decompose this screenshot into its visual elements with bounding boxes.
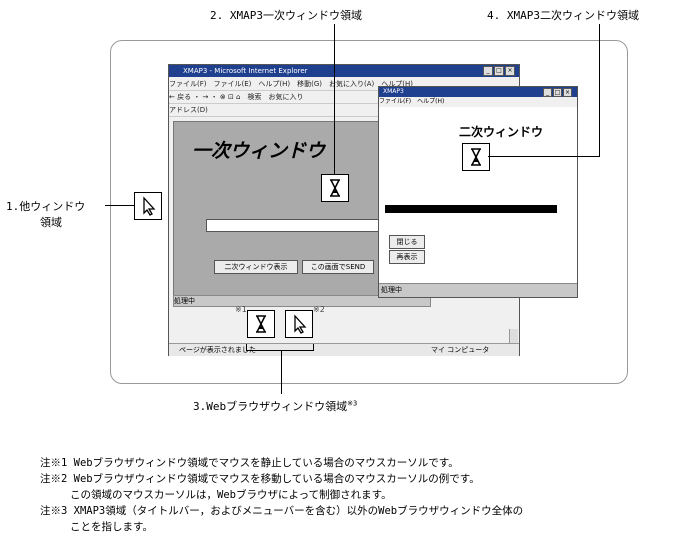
secondary-close-icon[interactable]: ×: [563, 88, 572, 97]
browser-status-bar: ページが表示されました マイ コンピュータ: [169, 343, 519, 356]
address-label: アドレス(D): [169, 106, 208, 114]
callout-line-secondary-h: [488, 156, 600, 157]
secondary-status-text: 処理中: [381, 286, 402, 294]
statusbar-zone: マイ コンピュータ: [431, 346, 490, 354]
show-secondary-button[interactable]: 二次ウィンドウ表示: [214, 260, 298, 274]
secondary-menu-bar[interactable]: ファイル(F) ヘルプ(H): [379, 97, 577, 107]
secondary-heading: 二次ウィンドウ: [459, 125, 544, 139]
primary-window-area-label: 2. XMAP3一次ウィンドウ領域: [210, 9, 362, 22]
callout-line-other: [105, 205, 134, 206]
close-button[interactable]: 閉じる: [389, 235, 425, 249]
hourglass-icon: [247, 310, 275, 338]
browser-window-area-sup: ※3: [347, 399, 358, 408]
other-window-area-label-2: 領域: [40, 216, 62, 229]
scrollbar[interactable]: [509, 329, 518, 343]
secondary-window: XMAP3 _ □ × ファイル(F) ヘルプ(H) 二次ウィンドウ 閉じる 再…: [378, 86, 578, 298]
maximize-icon[interactable]: □: [494, 66, 504, 76]
note-2-line-1: 注※2 Webブラウザウィンドウ領域でマウスを移動している場合のマウスカーソルの…: [40, 473, 480, 485]
secondary-status-bar: 処理中: [379, 283, 577, 297]
marker-1: ※1: [235, 305, 247, 314]
browser-title-bar: XMAP3 - Microsoft Internet Explorer: [169, 65, 519, 77]
bracket-left: [246, 344, 247, 350]
browser-window-area-text: 3.Webブラウザウィンドウ領域: [193, 400, 348, 413]
arrow-cursor-icon: [285, 310, 313, 338]
send-button[interactable]: この画面でSEND: [302, 260, 374, 274]
marker-2: ※2: [313, 305, 325, 314]
minimize-icon[interactable]: _: [483, 66, 493, 76]
note-3-line-2: ことを指します。: [70, 521, 153, 533]
bracket-bottom: [246, 350, 314, 351]
arrow-cursor-icon: [134, 192, 162, 220]
browser-menu-bar[interactable]: ファイル(F) ファイル(E) ヘルプ(H) 移動(G) お気に入り(A) ヘル…: [169, 78, 519, 91]
statusbar-text: ページが表示されました: [179, 346, 256, 354]
note-2-line-2: この領域のマウスカーソルは，Webブラウザによって制御されます。: [70, 489, 392, 501]
callout-line-browser: [281, 350, 282, 394]
redisplay-button[interactable]: 再表示: [389, 250, 425, 264]
callout-line-secondary-v: [599, 24, 600, 157]
close-icon[interactable]: ×: [505, 66, 515, 76]
browser-title: XMAP3 - Microsoft Internet Explorer: [183, 67, 308, 75]
note-3-line-1: 注※3 XMAP3領域（タイトルバー，およびメニューバーを含む）以外のWebブラ…: [40, 505, 524, 517]
browser-address-bar[interactable]: アドレス(D): [169, 104, 519, 117]
browser-toolbar[interactable]: ← 戻る ・ → ・ ⊗ ⊡ ⌂ 検索 お気に入り: [169, 91, 519, 104]
secondary-minimize-icon[interactable]: _: [543, 88, 552, 97]
secondary-title: XMAP3: [383, 88, 404, 95]
primary-status-text: 処理中: [174, 297, 195, 305]
secondary-window-area-label: 4. XMAP3二次ウィンドウ領域: [487, 9, 639, 22]
callout-line-primary: [334, 24, 335, 174]
hourglass-icon: [462, 143, 490, 171]
secondary-title-bar: XMAP3: [379, 87, 577, 97]
primary-status-bar: 処理中: [173, 295, 431, 307]
progress-bar: [385, 205, 557, 213]
secondary-maximize-icon[interactable]: □: [553, 88, 562, 97]
primary-window-heading: 一次ウィンドウ: [192, 140, 326, 162]
note-1: 注※1 Webブラウザウィンドウ領域でマウスを静止している場合のマウスカーソルで…: [40, 457, 459, 469]
other-window-area-label-1: 1.他ウィンドウ: [6, 200, 86, 213]
hourglass-icon: [321, 174, 349, 202]
bracket-right: [313, 344, 314, 350]
browser-window-area-label: 3.Webブラウザウィンドウ領域※3: [193, 398, 357, 414]
